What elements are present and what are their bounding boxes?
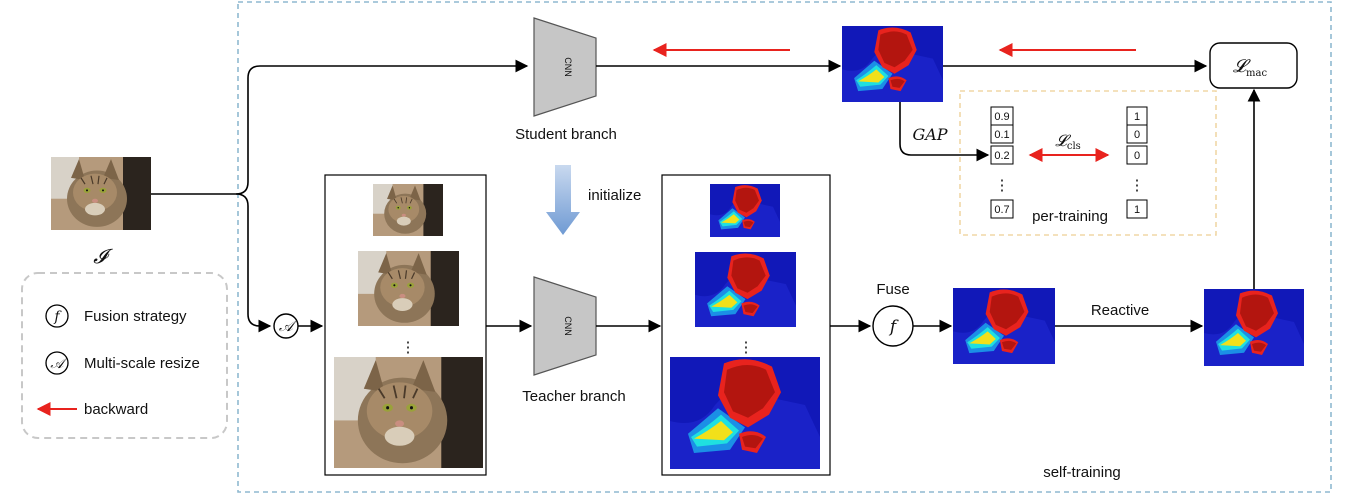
input-to-student-arrow xyxy=(151,59,529,195)
legend-symbol-fusion: f xyxy=(53,309,62,325)
input-to-resize-arrow xyxy=(235,193,272,333)
prediction-value: 0.7 xyxy=(994,204,1009,216)
student-cam-icon xyxy=(842,26,943,102)
legend-label-fusion: Fusion strategy xyxy=(84,308,187,325)
fuse-label: Fuse xyxy=(876,281,909,298)
prediction-vector: 0.9 0.1 0.2 ⋮ 0.7 xyxy=(990,106,1014,219)
reactive-label: Reactive xyxy=(1091,302,1149,319)
prediction-value: 0.9 xyxy=(994,111,1009,123)
per-training-label: per-training xyxy=(1032,208,1108,225)
target-value: 0 xyxy=(1134,129,1140,141)
gap-arrow xyxy=(899,102,990,162)
target-ellipsis: ⋮ xyxy=(1130,177,1145,194)
student-cnn-icon xyxy=(533,17,597,117)
target-value: 0 xyxy=(1134,150,1140,162)
prediction-value: 0.1 xyxy=(994,129,1009,141)
fused-cam-icon xyxy=(953,288,1055,364)
teacher-cnn-label: CNN xyxy=(563,316,573,336)
per-training-frame xyxy=(959,90,1217,236)
large-scale-cam-icon xyxy=(670,357,820,469)
teacher-cnn-icon xyxy=(533,276,597,376)
legend-symbol-resize: 𝒜 xyxy=(50,356,67,372)
student-cnn-label: CNN xyxy=(563,57,573,77)
fuse-symbol: f xyxy=(888,317,899,337)
self-training-frame xyxy=(237,1,1332,493)
prediction-value: 0.2 xyxy=(994,150,1009,162)
input-symbol: 𝓘 xyxy=(93,244,113,268)
target-value: 1 xyxy=(1134,204,1140,216)
loss-cls-label: 𝓛cls xyxy=(1055,131,1081,152)
target-vector: 1 0 0 ⋮ 1 xyxy=(1126,106,1148,219)
self-training-label: self-training xyxy=(1043,464,1121,481)
resize-legend-icon xyxy=(45,351,69,375)
small-scale-cam-icon xyxy=(710,184,780,237)
fusion-legend-icon xyxy=(45,304,69,328)
images-ellipsis: ⋮ xyxy=(401,339,416,356)
cams-ellipsis: ⋮ xyxy=(739,339,754,356)
teacher-branch-label: Teacher branch xyxy=(522,388,625,405)
reactivated-cam-icon xyxy=(1204,289,1304,366)
large-scale-cat-image xyxy=(334,357,483,468)
initialize-label: initialize xyxy=(588,187,641,204)
legend-box xyxy=(21,272,228,439)
prediction-ellipsis: ⋮ xyxy=(995,177,1010,194)
legend-label-resize: Multi-scale resize xyxy=(84,355,200,372)
medium-scale-cat-image xyxy=(358,251,459,326)
target-value: 1 xyxy=(1134,111,1140,123)
student-branch-label: Student branch xyxy=(515,126,617,143)
small-scale-cat-image xyxy=(373,184,443,236)
medium-scale-cam-icon xyxy=(695,252,796,327)
legend-label-backward: backward xyxy=(84,401,148,418)
gap-label: GAP xyxy=(912,125,947,144)
loss-mac-box xyxy=(1209,42,1298,89)
initialize-arrow-icon xyxy=(546,165,580,235)
input-cat-image xyxy=(51,157,151,230)
